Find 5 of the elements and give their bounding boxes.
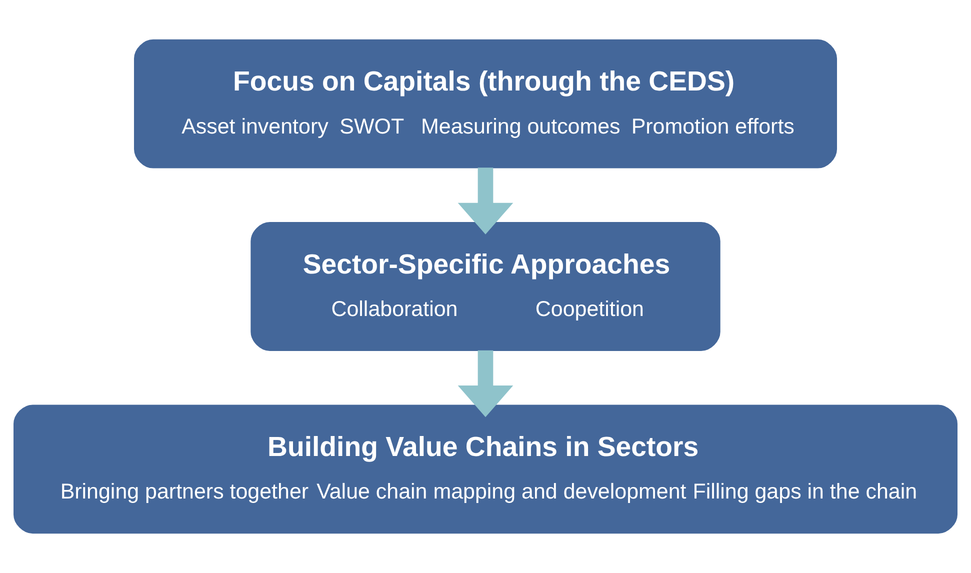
node-box: Sector-Specific Approaches Collaboration Coopetition — [250, 222, 720, 351]
node-box: Building Value Chains in Sectors Bringing partners together Value chain mapping and development Filling gaps in the chain — [14, 404, 958, 534]
node-box: Focus on Capitals (through the CEDS) Asset inventory SWOT Measuring outcomes Promotion efforts — [134, 39, 837, 168]
arrow — [458, 350, 514, 418]
arrow — [458, 168, 514, 234]
